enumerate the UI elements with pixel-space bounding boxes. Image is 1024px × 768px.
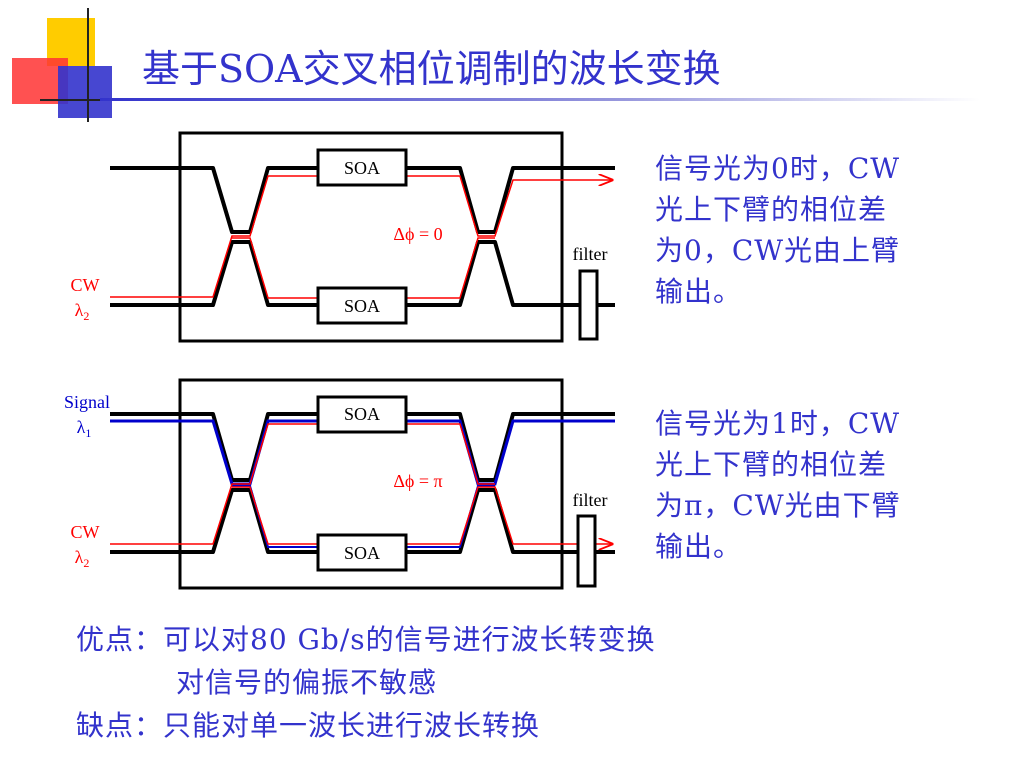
- bottom-soa-upper-label: SOA: [344, 404, 380, 424]
- note-bottom-line: 信号光为1时，CW: [655, 407, 901, 440]
- top-filter: [578, 269, 599, 341]
- note-top-line: 输出。: [655, 275, 743, 308]
- note-bottom-line: 输出。: [655, 530, 743, 563]
- pros-cons: 优点：可以对80 Gb/s的信号进行波长转变换 对信号的偏振不敏感 缺点：只能对…: [76, 618, 656, 747]
- bottom-soa-upper-box: [316, 395, 408, 434]
- advantage-line-1: 优点：可以对80 Gb/s的信号进行波长转变换: [76, 618, 656, 661]
- bottom-cw-path-upper: [110, 423, 495, 545]
- advantage-2: 对信号的偏振不敏感: [176, 666, 438, 699]
- top-box: [178, 131, 564, 343]
- note-top-line: 信号光为0时，CW: [655, 152, 901, 185]
- bottom-phase-label: Δϕ = π: [393, 471, 442, 491]
- deco-blue-square: [58, 66, 112, 118]
- bottom-cw-path-lower: [232, 486, 612, 544]
- note-top-line: 为0，CW光由上臂: [655, 234, 901, 267]
- note-bottom: 信号光为1时，CW 光上下臂的相位差 为π，CW光由下臂 输出。: [655, 403, 901, 567]
- advantage-1: 可以对80 Gb/s的信号进行波长转变换: [163, 623, 656, 656]
- bottom-interferometer: SOA SOA Δϕ = π filter Signal λ1 CW λ2: [64, 378, 615, 590]
- disadvantages-label: 缺点：: [76, 709, 164, 742]
- bottom-filter: [576, 514, 597, 588]
- bottom-box: [178, 378, 564, 590]
- bottom-cw-label: CW: [71, 522, 100, 542]
- bottom-soa-lower-box: [316, 533, 408, 572]
- disadvantage-line: 缺点：只能对单一波长进行波长转换: [76, 704, 656, 747]
- bottom-filter-label: filter: [573, 490, 608, 510]
- advantages-label: 优点：: [76, 623, 164, 656]
- corner-decoration: [12, 8, 140, 122]
- top-soa-lower-box: [316, 286, 408, 325]
- top-filter-label: filter: [573, 244, 608, 264]
- top-soa-upper-box: [316, 148, 408, 187]
- note-top-line: 光上下臂的相位差: [655, 193, 888, 226]
- note-bottom-line: 为π，CW光由下臂: [655, 489, 901, 522]
- top-interferometer: SOA SOA Δϕ = 0 filter CW λ2: [71, 131, 615, 343]
- page-title: 基于SOA交叉相位调制的波长变换: [142, 47, 721, 91]
- advantage-line-2: 对信号的偏振不敏感: [76, 661, 656, 704]
- top-cw-lambda: λ2: [75, 300, 90, 323]
- mzi-diagram: SOA SOA Δϕ = 0 filter CW λ2 S: [64, 131, 615, 590]
- title-underline: [100, 98, 980, 101]
- bottom-soa-lower-label: SOA: [344, 543, 380, 563]
- top-cw-label: CW: [71, 275, 100, 295]
- top-soa-upper-label: SOA: [344, 158, 380, 178]
- note-bottom-line: 光上下臂的相位差: [655, 448, 888, 481]
- disadvantage-1: 只能对单一波长进行波长转换: [163, 709, 541, 742]
- bottom-signal-label: Signal: [64, 392, 110, 412]
- bottom-signal-lambda: λ1: [77, 417, 92, 440]
- bottom-cw-lambda: λ2: [75, 547, 90, 570]
- top-phase-label: Δϕ = 0: [393, 224, 442, 244]
- top-cw-path-upper: [110, 176, 612, 298]
- note-top: 信号光为0时，CW 光上下臂的相位差 为0，CW光由上臂 输出。: [655, 148, 900, 312]
- top-soa-lower-label: SOA: [344, 296, 380, 316]
